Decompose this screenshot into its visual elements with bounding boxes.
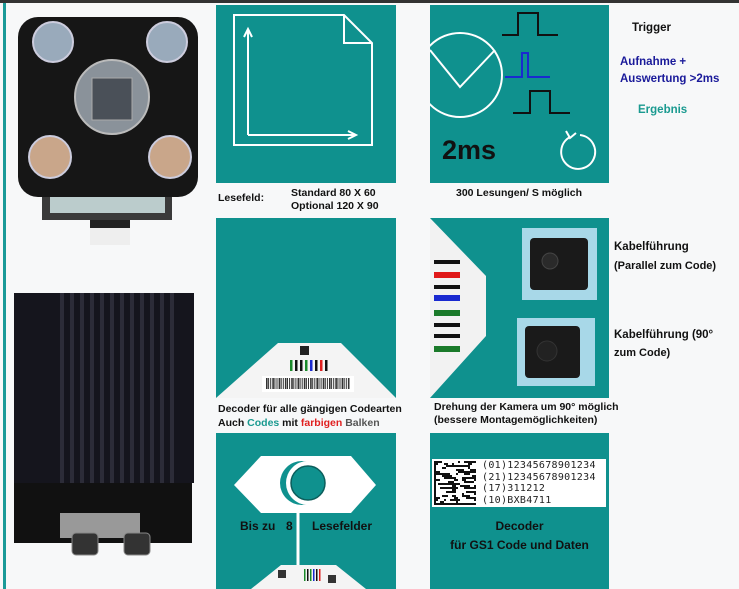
- decoder-line2: Auch Codes mit farbigen Balken: [218, 416, 380, 430]
- lesefeld-label: Lesefeld:: [218, 192, 265, 204]
- trigger-label: Trigger: [632, 22, 671, 34]
- panel-speed: 2ms: [430, 5, 609, 183]
- fields-text-b: Lesefelder: [312, 519, 373, 533]
- gs1-line1: Decoder: [495, 519, 544, 533]
- fields-count: 8: [286, 519, 293, 533]
- gs1-line2: für GS1 Code und Daten: [450, 538, 589, 552]
- farbigen-word: farbigen: [300, 417, 343, 429]
- camera-front-photo: [10, 5, 200, 245]
- top-border: [0, 0, 739, 3]
- panel-lesefeld: [216, 5, 396, 183]
- speed-caption: 300 Lesungen/ S möglich: [456, 187, 583, 199]
- decoder-line1: Decoder für alle gängigen Codearten: [218, 403, 402, 415]
- balken-word: Balken: [342, 417, 380, 429]
- panel-gs1: (01)12345678901234 (21)12345678901234 (1…: [430, 433, 609, 589]
- gs1-code-box: (01)12345678901234 (21)12345678901234 (1…: [432, 459, 606, 507]
- gs1-code-line: (01)12345678901234: [482, 460, 596, 471]
- lesefeld-standard: Standard 80 X 60: [291, 187, 376, 199]
- ergebnis-label: Ergebnis: [638, 104, 688, 116]
- rotation-line2: (bessere Montagemöglichkeiten): [434, 414, 598, 426]
- text: Auch: [218, 417, 248, 429]
- gs1-code-line: (21)12345678901234: [482, 471, 596, 483]
- rotation-line1: Drehung der Kamera um 90° möglich: [434, 401, 619, 413]
- kabel-parallel-2: (Parallel zum Code): [614, 260, 717, 272]
- codes-word: Codes: [247, 417, 280, 429]
- text: mit: [279, 417, 301, 429]
- kabel-90-2: zum Code): [614, 347, 671, 359]
- lesefeld-optional: Optional 120 X 90: [291, 200, 379, 212]
- gs1-code-line: (17)311212: [482, 483, 546, 494]
- aufnahme-label-1: Aufnahme +: [620, 56, 687, 68]
- fields-text-a: Bis zu: [240, 519, 276, 533]
- speed-value: 2ms: [442, 135, 497, 165]
- datamatrix-icon: [434, 461, 476, 505]
- aufnahme-label-2: Auswertung >2ms: [620, 73, 720, 85]
- panel-rotation: [430, 218, 609, 398]
- left-accent-line: [3, 3, 6, 589]
- panel-decoder: [216, 218, 396, 398]
- camera-back-photo: [12, 293, 197, 583]
- panel-lesefelder: Bis zu 8 Lesefelder: [216, 433, 396, 589]
- gs1-code-line: (10)BXB4711: [482, 494, 552, 506]
- kabel-parallel-1: Kabelführung: [614, 241, 689, 253]
- kabel-90-1: Kabelführung (90°: [614, 329, 714, 341]
